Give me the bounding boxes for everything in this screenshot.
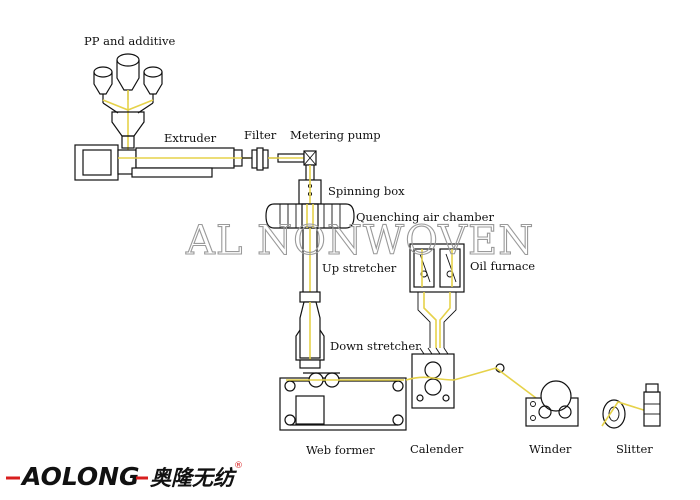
- label-oil-furnace: Oil furnace: [470, 259, 535, 273]
- label-web-former: Web former: [306, 443, 375, 457]
- label-up-stretcher: Up stretcher: [322, 261, 397, 275]
- hopper-right: [143, 66, 163, 103]
- web-path: [453, 363, 537, 399]
- up-stretcher: [299, 228, 321, 303]
- label-filter: Filter: [244, 128, 277, 142]
- down-stretcher: [295, 301, 325, 369]
- brand-chinese: 奥隆无纺: [150, 466, 237, 490]
- hopper-left: [93, 66, 113, 103]
- calender-nozzles: [419, 347, 449, 355]
- brand-logo: AOLONG 奥隆无纺 ®: [6, 461, 243, 491]
- extruder: [74, 144, 250, 181]
- label-slitter: Slitter: [616, 442, 653, 456]
- winder: [525, 380, 579, 427]
- web-former: [279, 372, 407, 431]
- metering-pump: [268, 150, 317, 166]
- label-pp-additive: PP and additive: [84, 34, 175, 48]
- label-quenching: Quenching air chamber: [356, 210, 494, 224]
- oil-furnace: [409, 243, 465, 348]
- spinning-box: [298, 164, 322, 205]
- quenching-chamber: [265, 203, 355, 229]
- label-spinning-box: Spinning box: [328, 184, 405, 198]
- brand-latin: AOLONG: [20, 462, 140, 491]
- feed-hopper: [111, 111, 145, 149]
- slitter: [601, 383, 661, 429]
- watermark-text: AL NONWOVEN: [185, 218, 534, 264]
- label-extruder: Extruder: [164, 131, 217, 145]
- filter: [242, 147, 278, 171]
- label-calender: Calender: [410, 442, 464, 456]
- label-winder: Winder: [529, 442, 572, 456]
- calender: [405, 347, 455, 409]
- label-metering-pump: Metering pump: [290, 128, 381, 142]
- hopper-group: [93, 53, 163, 150]
- brand-reg-mark: ®: [234, 461, 243, 471]
- label-down-stretcher: Down stretcher: [330, 339, 421, 353]
